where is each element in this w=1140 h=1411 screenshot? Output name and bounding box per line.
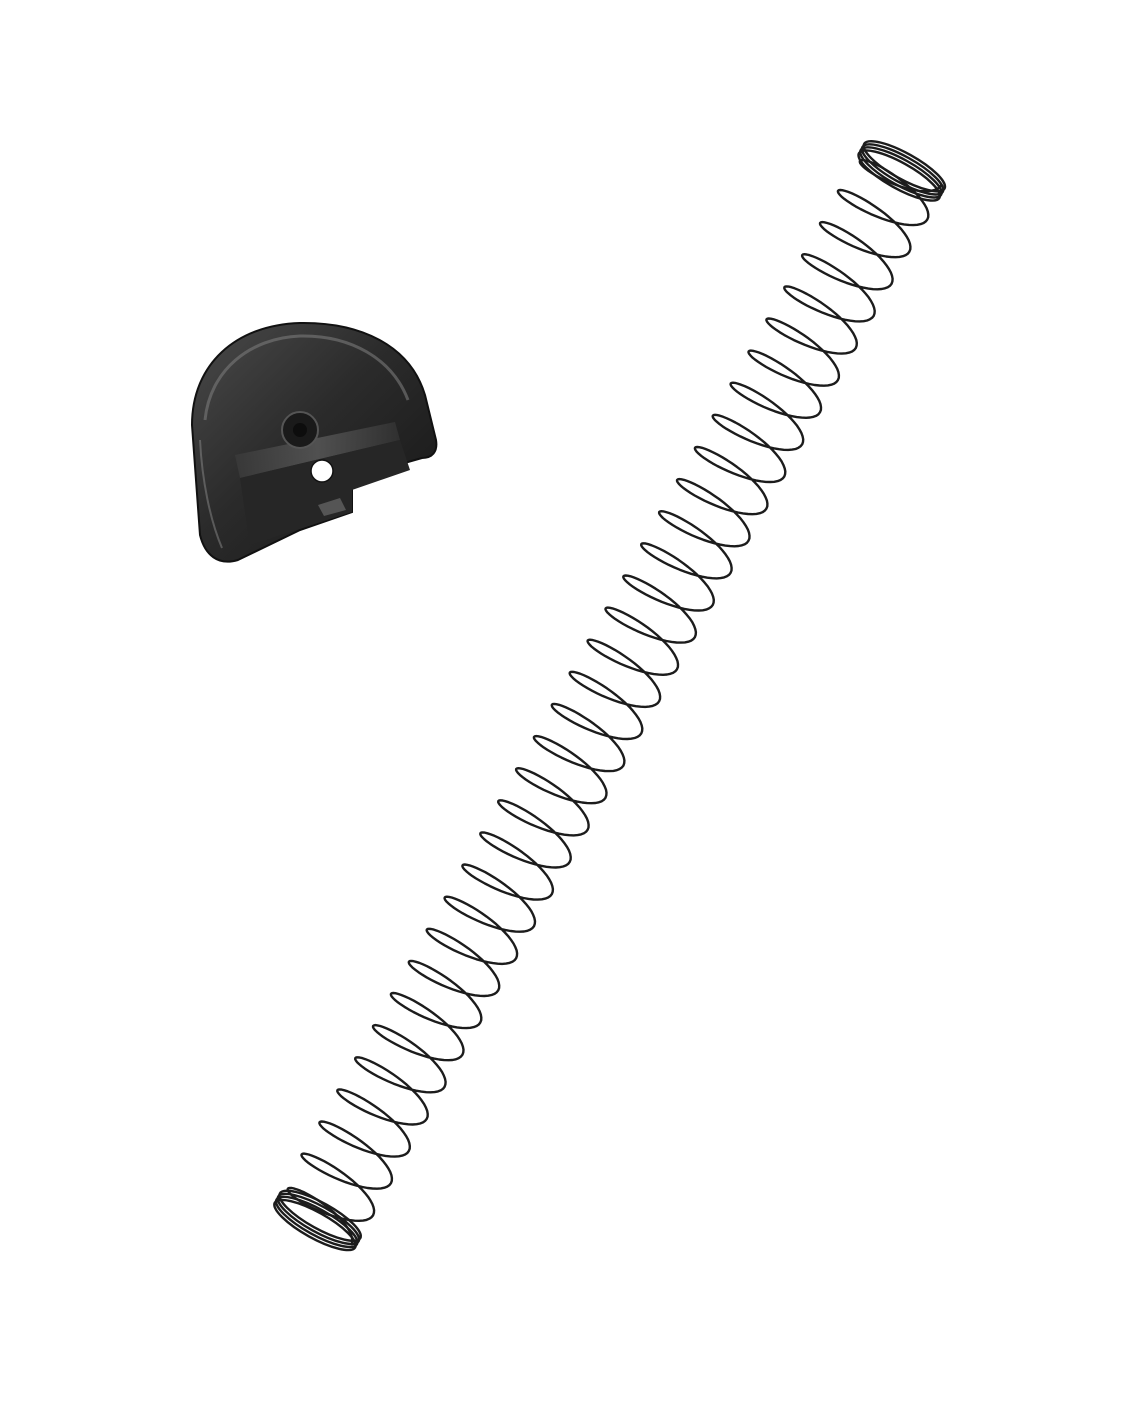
insert-ledge [235, 422, 400, 478]
insert-face [240, 440, 410, 545]
insert-rim [203, 334, 410, 421]
coil-spring [273, 140, 947, 1252]
spring-end-coil-lower [278, 1189, 362, 1243]
insert-boss-center [293, 423, 307, 437]
spring-wire [286, 158, 943, 1246]
magazine-insert [190, 321, 438, 563]
spring-end-coil-upper [860, 143, 945, 196]
insert-highlight [199, 439, 223, 549]
insert-hole [310, 459, 334, 483]
spring-end-coil-lower [276, 1192, 361, 1246]
spring-end-coil-upper [857, 149, 942, 202]
spring-end-coil-lower [273, 1198, 357, 1252]
spring-end-coil-upper [862, 140, 947, 193]
insert-tab [318, 498, 346, 516]
